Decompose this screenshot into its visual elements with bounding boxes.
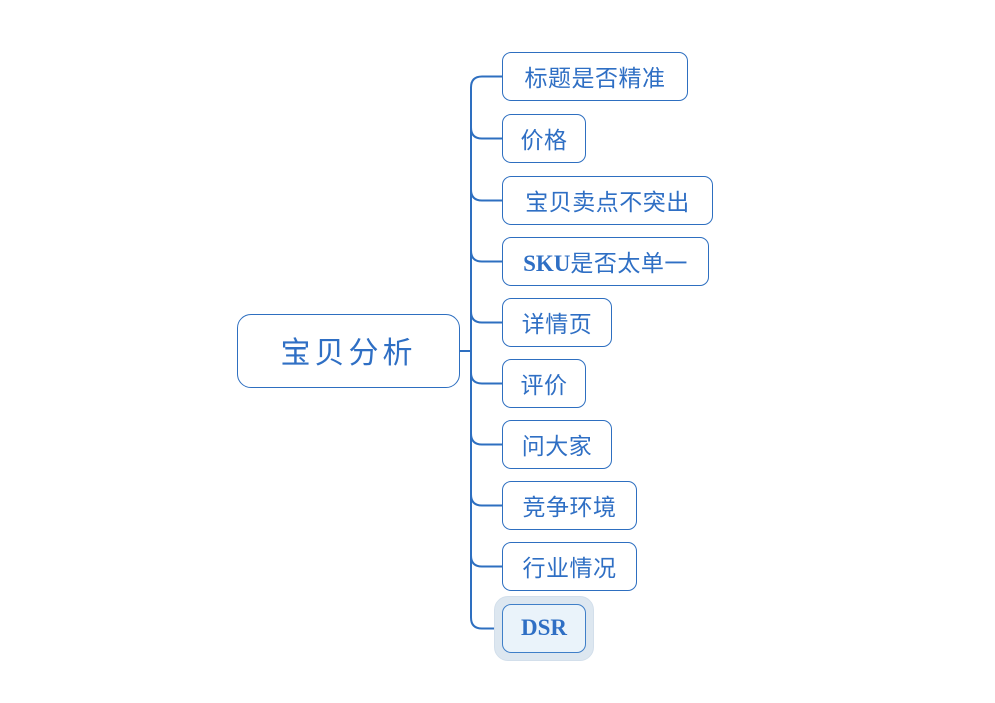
connector-branch-6: [470, 433, 502, 446]
connector-branch-3: [470, 250, 502, 263]
node-label-latin: SKU: [523, 250, 571, 276]
node-SKU是否太单一[interactable]: SKU是否太单一: [502, 237, 709, 286]
node-竞争环境[interactable]: 竞争环境: [502, 481, 637, 530]
node-label-latin: DSR: [520, 614, 567, 640]
root-node-label: 宝贝分析: [280, 336, 417, 370]
connector-branch-1: [470, 127, 502, 140]
node-label: DSR: [521, 615, 567, 641]
node-label: 问大家: [521, 432, 593, 459]
root-node[interactable]: 宝贝分析: [237, 314, 460, 388]
node-问大家[interactable]: 问大家: [502, 420, 612, 469]
node-宝贝卖点不突出[interactable]: 宝贝卖点不突出: [502, 176, 713, 225]
connector-branch-8: [470, 555, 502, 568]
connector-branch-4: [470, 311, 502, 324]
node-价格[interactable]: 价格: [502, 114, 586, 163]
node-label: 竞争环境: [522, 493, 617, 520]
node-label: 行业情况: [522, 554, 617, 581]
node-详情页[interactable]: 详情页: [502, 298, 612, 347]
node-label-cjk: 是否太单一: [570, 249, 688, 276]
connector-branch-5: [470, 372, 502, 385]
node-行业情况[interactable]: 行业情况: [502, 542, 637, 591]
connector-branch-7: [470, 494, 502, 507]
node-评价[interactable]: 评价: [502, 359, 586, 408]
connector-branch-2: [470, 189, 502, 202]
node-label: 价格: [520, 126, 568, 153]
node-label: 评价: [520, 371, 568, 398]
node-label: 宝贝卖点不突出: [525, 188, 690, 215]
connector-trunk: [470, 75, 502, 630]
node-label: 详情页: [521, 310, 593, 337]
node-标题是否精准[interactable]: 标题是否精准: [502, 52, 688, 101]
node-DSR[interactable]: DSR: [502, 604, 586, 653]
node-label: SKU是否太单一: [523, 244, 688, 278]
node-label: 标题是否精准: [524, 64, 666, 91]
